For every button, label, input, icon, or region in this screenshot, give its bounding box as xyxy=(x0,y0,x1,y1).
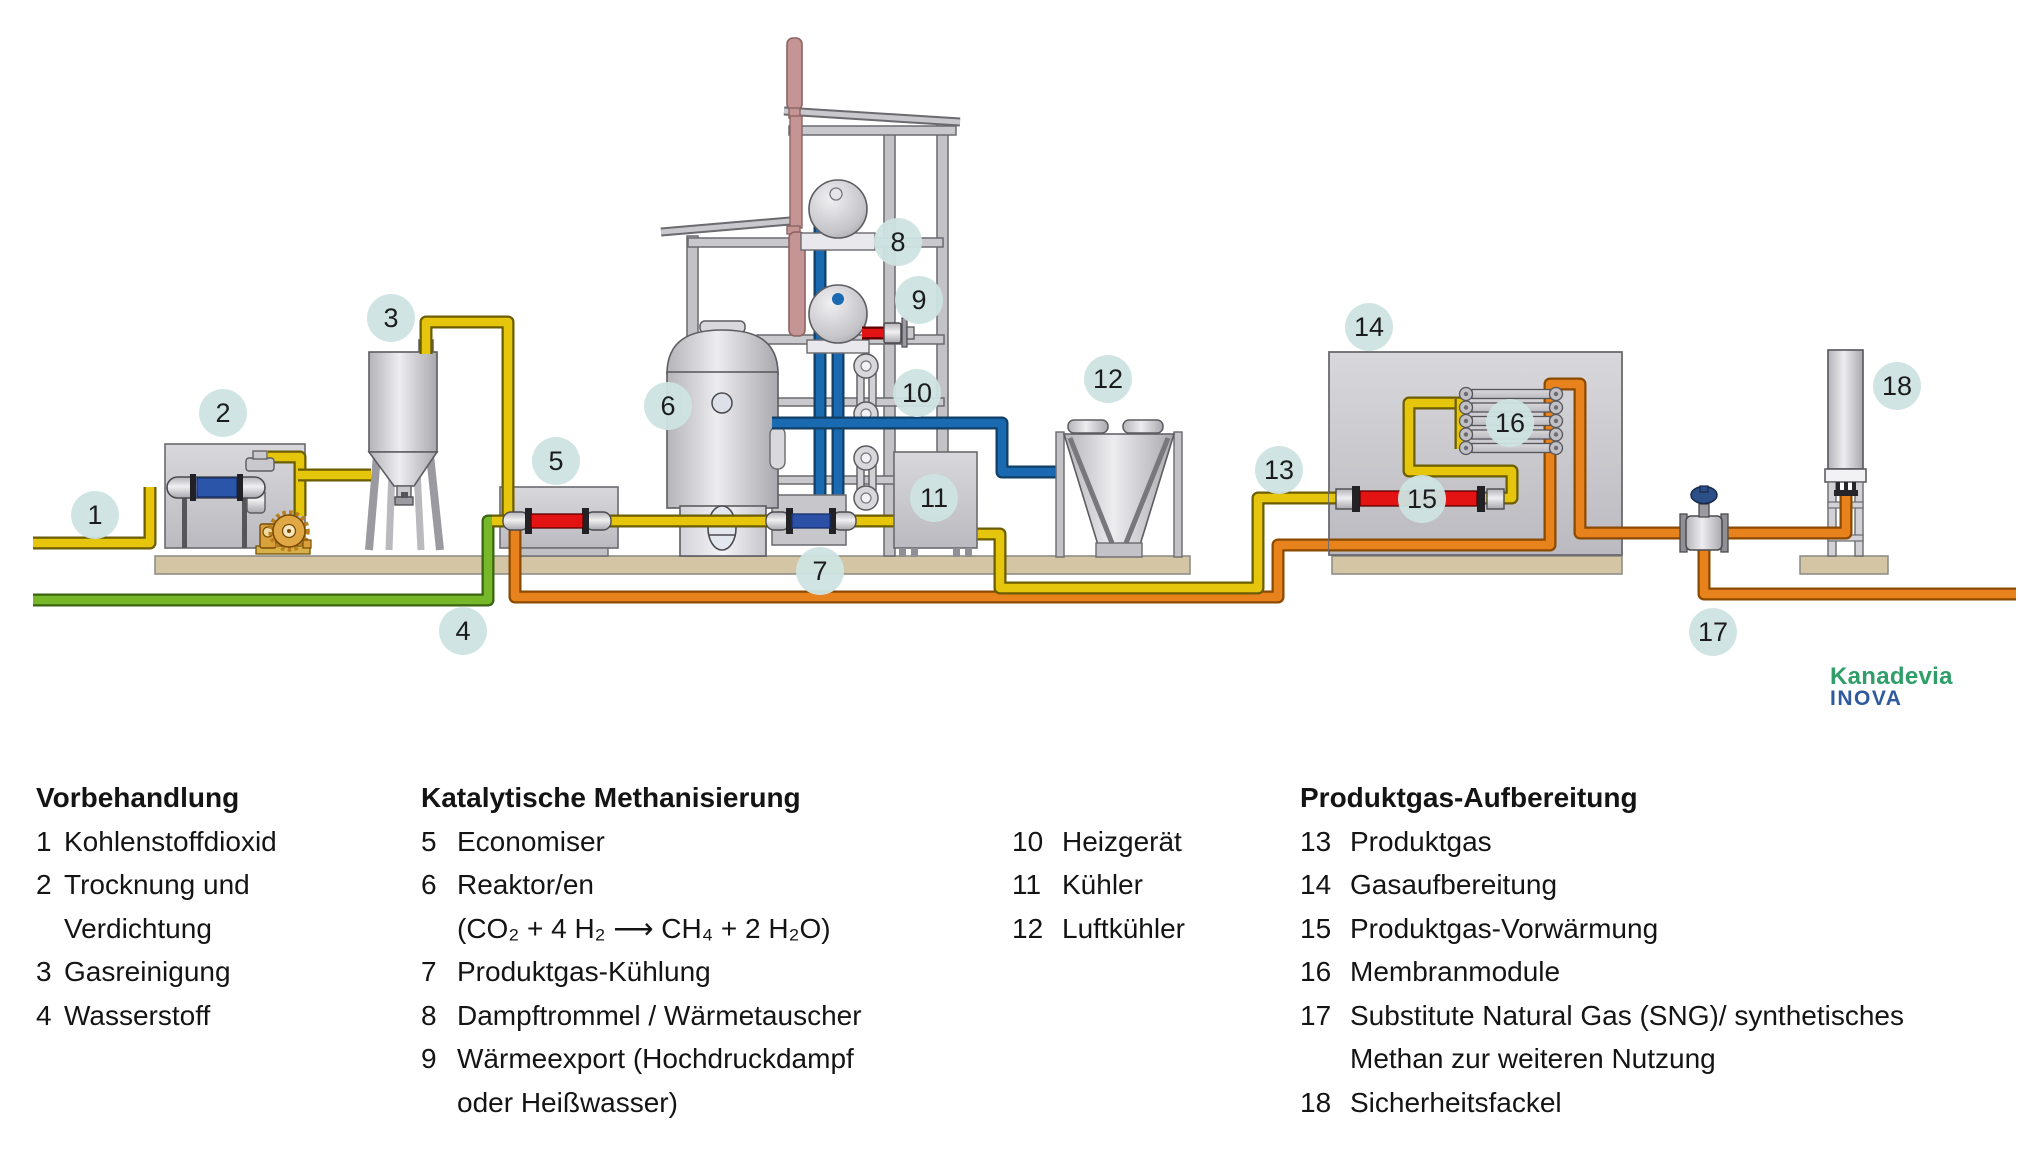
badge-9: 9 xyxy=(895,276,943,324)
badge-12: 12 xyxy=(1084,355,1132,403)
flare-feed-pipe xyxy=(1722,482,1858,540)
badge-16: 16 xyxy=(1486,399,1534,447)
legend-item-continued: Methan zur weiteren Nutzung xyxy=(1350,1043,1716,1074)
badge-17: 17 xyxy=(1689,608,1737,656)
heat-exchanger-sphere xyxy=(806,284,870,354)
legend-heading: Vorbehandlung xyxy=(36,782,240,813)
plant-schematic xyxy=(33,37,2016,607)
legend-item-continued: (CO₂ + 4 H₂ ⟶ CH₄ + 2 H₂O) xyxy=(457,912,831,944)
cooling-water-pipe xyxy=(772,416,1057,479)
steam-drum-sphere xyxy=(800,179,876,251)
gas-treatment-unit xyxy=(1328,351,1686,556)
gas-cleaning-silo xyxy=(365,339,444,551)
badge-3: 3 xyxy=(367,294,415,342)
logo-line-1: Kanadevia xyxy=(1830,663,1953,690)
compressor-pump xyxy=(255,510,312,555)
vent-stack xyxy=(786,37,806,337)
ground-platforms xyxy=(154,555,1889,575)
logo-line-2: INOVA xyxy=(1830,687,1903,710)
heater-unit xyxy=(853,353,879,511)
badge-4: 4 xyxy=(439,607,487,655)
badge-1: 1 xyxy=(71,491,119,539)
badge-6: 6 xyxy=(644,382,692,430)
co2-feed-pipe xyxy=(33,315,515,550)
sng-valve xyxy=(1679,485,1729,553)
economiser-element xyxy=(502,508,612,534)
badge-11: 11 xyxy=(910,474,958,522)
dryer-compressor-unit xyxy=(164,443,312,555)
legend-heading: Produktgas-Aufbereitung xyxy=(1300,782,1638,813)
legend-item-continued: oder Heißwasser) xyxy=(457,1086,678,1118)
heat-export-nozzle xyxy=(862,317,915,348)
badge-13: 13 xyxy=(1255,446,1303,494)
cooling-water-risers xyxy=(813,222,845,500)
badge-5: 5 xyxy=(532,437,580,485)
badge-18: 18 xyxy=(1873,362,1921,410)
legend-item-continued: Verdichtung xyxy=(64,912,212,944)
product-gas-cooling-element xyxy=(765,508,857,534)
flare-tip xyxy=(1834,482,1858,496)
sng-export-pipe xyxy=(1697,547,2016,601)
legend-heading: Katalytische Methanisierung xyxy=(421,782,801,813)
badge-15: 15 xyxy=(1398,475,1446,523)
badge-7: 7 xyxy=(796,547,844,595)
badge-2: 2 xyxy=(199,389,247,437)
legend-heading xyxy=(1012,776,1185,820)
air-cooler-unit xyxy=(1055,419,1183,558)
kanadevia-inova-logo: Kanadevia INOVA xyxy=(1830,663,1953,710)
recycle-gas-pipe xyxy=(508,523,1341,604)
badge-8: 8 xyxy=(874,218,922,266)
badge-14: 14 xyxy=(1345,303,1393,351)
badge-10: 10 xyxy=(893,369,941,417)
